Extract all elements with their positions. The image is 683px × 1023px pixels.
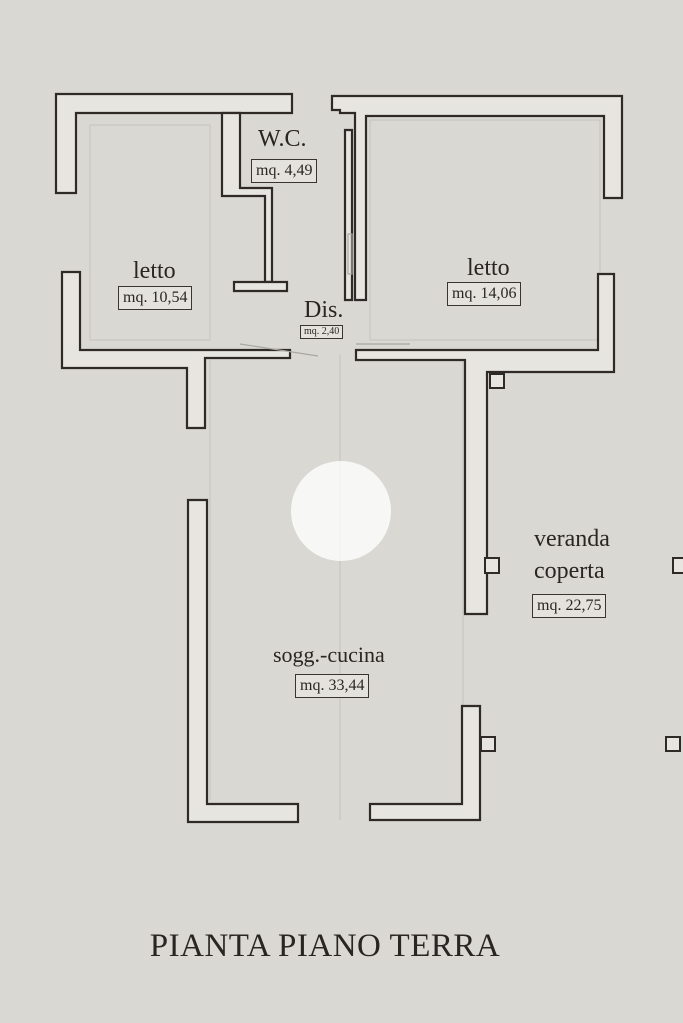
walls — [54, 92, 624, 824]
area-hallway: mq. 2,40 — [300, 325, 344, 339]
wall-top-right — [330, 94, 624, 302]
area-living-kitchen: mq. 33,44 — [295, 674, 370, 698]
watermark-logo — [291, 461, 391, 561]
pillar — [480, 736, 496, 752]
room-label-wc: W.C. — [258, 126, 307, 152]
plan-title: PIANTA PIANO TERRA — [149, 928, 501, 964]
wall-right-lower — [354, 272, 616, 616]
wall-top-left — [54, 92, 294, 195]
veranda-pillars — [480, 373, 683, 752]
doors — [239, 233, 410, 357]
area-bedroom-right: mq. 14,06 — [447, 282, 522, 306]
wall-bottom-right — [368, 704, 482, 822]
area-wc: mq. 4,49 — [251, 159, 318, 183]
pillar — [665, 736, 681, 752]
room-label-bedroom-left: letto — [133, 258, 176, 284]
room-label-hallway: Dis. — [304, 297, 344, 323]
pillar — [672, 557, 683, 574]
area-veranda: mq. 22,75 — [532, 594, 607, 618]
wall-left-lower — [60, 270, 292, 430]
room-label-living-kitchen: sogg.-cucina — [273, 642, 385, 667]
room-label-veranda-line2: coperta — [534, 558, 605, 584]
wall-left-main — [186, 498, 300, 824]
wall-wc-bottom — [232, 280, 289, 293]
room-label-bedroom-right: letto — [467, 255, 510, 281]
wall-wc-right — [343, 128, 354, 302]
pillar — [484, 557, 500, 574]
room-label-veranda-line1: veranda — [534, 526, 610, 552]
pillar — [489, 373, 505, 389]
area-bedroom-left: mq. 10,54 — [118, 286, 193, 310]
